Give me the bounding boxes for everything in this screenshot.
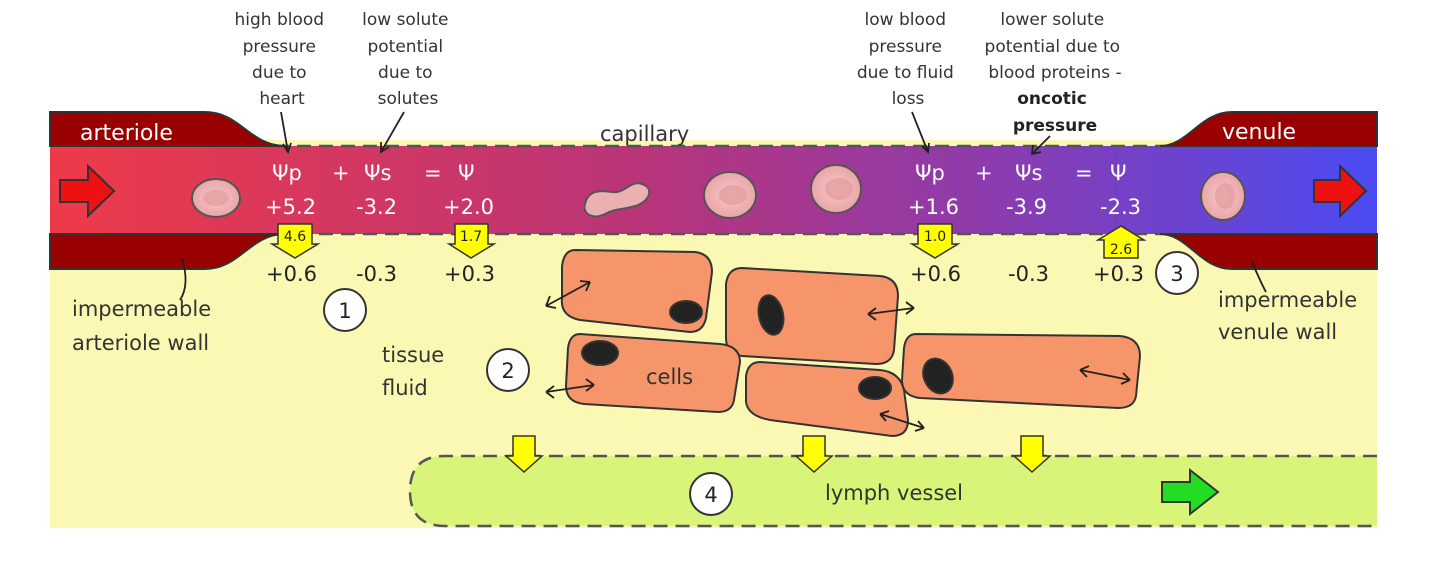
red-blood-cell-center	[1215, 183, 1235, 209]
pointer-line	[1251, 261, 1267, 293]
arteriole-wall-label: impermeable arteriole wall	[72, 297, 218, 355]
annotation-low-blood-pressure: low blood pressure due to fluid loss	[857, 10, 959, 109]
venule-wall-top	[1159, 111, 1378, 147]
step-3: 3	[1155, 251, 1199, 295]
cells-label: cells	[646, 365, 693, 389]
arterial-equals: =	[424, 161, 442, 185]
arterial-value-total: +2.0	[443, 195, 494, 219]
exchange-arrow-icon	[545, 280, 591, 309]
badge-label: 1.7	[460, 229, 482, 245]
cell-nucleus	[581, 340, 619, 366]
annotation-high-blood-pressure: high blood pressure due to heart	[235, 10, 330, 109]
tissue-cell	[725, 266, 900, 366]
step-4: 4	[689, 472, 733, 516]
pointer-arrow-icon	[280, 111, 292, 155]
badge-arrow-down-arterial-a: 4.6	[269, 223, 321, 259]
annotation-lower-solute-potential: lower solute potential due to blood prot…	[985, 10, 1126, 83]
venous-value-total: -2.3	[1100, 195, 1141, 219]
arteriole-label: arteriole	[80, 121, 173, 146]
lymph-flow-arrow-icon	[1161, 467, 1220, 517]
arterial-value-p: +5.2	[265, 195, 316, 219]
venule-wall-label: impermeable venule wall	[1218, 288, 1364, 344]
pointer-arrow-icon	[380, 111, 405, 154]
cell-nucleus	[669, 300, 703, 324]
cell-nucleus	[922, 357, 954, 395]
step-1: 1	[323, 288, 367, 332]
badge-label: 4.6	[284, 229, 306, 245]
pointer-arrow-icon	[911, 111, 930, 154]
annotation-oncotic-pressure: oncotic pressure	[1013, 89, 1097, 136]
annotation-low-solute-potential: low solute potential due to solutes	[362, 10, 454, 109]
red-blood-cell-center	[203, 190, 229, 206]
red-blood-cell-center	[719, 185, 747, 205]
venule-label: venule	[1222, 120, 1296, 145]
tissue-value-s-venous: -0.3	[1008, 262, 1049, 286]
arterial-plus: +	[332, 161, 350, 185]
exchange-arrow-icon	[1079, 365, 1131, 385]
step-2-label: 2	[501, 359, 514, 383]
arterial-psi-s: Ψs	[364, 161, 391, 185]
exchange-arrow-icon	[545, 378, 595, 399]
exchange-arrow-icon	[867, 301, 915, 321]
venous-plus: +	[975, 161, 993, 185]
blood-flow-out-arrow-icon	[1313, 163, 1368, 219]
lymph-vessel	[410, 456, 1377, 526]
blood-flow-in-arrow-icon	[59, 163, 116, 219]
step-2: 2	[486, 348, 530, 392]
drainage-arrow-icon	[504, 435, 544, 474]
pointer-arrow-icon	[1030, 135, 1051, 156]
drainage-arrow-icon	[794, 435, 834, 474]
venous-value-p: +1.6	[908, 195, 959, 219]
tissue-value-total-arterial: +0.3	[444, 262, 495, 286]
tissue-cell	[900, 332, 1142, 410]
cell-nucleus	[757, 294, 785, 336]
lymph-vessel-label: lymph vessel	[825, 481, 963, 505]
badge-arrow-down-arterial-b: 1.7	[446, 223, 497, 259]
tissue-value-s-arterial: -0.3	[356, 262, 397, 286]
badge-label: 2.6	[1110, 242, 1132, 258]
venous-psi-p: Ψp	[915, 161, 945, 185]
venule-wall-bottom	[1159, 233, 1378, 270]
capillary-label: capillary	[600, 122, 689, 146]
tissue-value-p-arterial: +0.6	[266, 262, 317, 286]
cell-nucleus	[858, 376, 892, 400]
badge-label: 1.0	[924, 229, 946, 245]
drainage-arrow-icon	[1012, 435, 1052, 474]
arterial-psi-p: Ψp	[272, 161, 302, 185]
red-blood-cell-center	[825, 178, 853, 200]
badge-arrow-up-venous-b: 2.6	[1095, 225, 1147, 259]
arterial-psi: Ψ	[458, 161, 475, 185]
pointer-line	[179, 257, 187, 301]
venous-psi-s: Ψs	[1015, 161, 1042, 185]
venous-value-s: -3.9	[1006, 195, 1047, 219]
tissue-value-p-venous: +0.6	[910, 262, 961, 286]
step-1-label: 1	[338, 299, 351, 323]
tissue-fluid-label: tissue fluid	[382, 343, 451, 400]
venous-psi: Ψ	[1110, 161, 1127, 185]
exchange-arrow-icon	[879, 410, 925, 432]
step-3-label: 3	[1170, 262, 1183, 286]
badge-arrow-down-venous-a: 1.0	[909, 223, 961, 259]
arterial-value-s: -3.2	[356, 195, 397, 219]
step-4-label: 4	[704, 483, 717, 507]
venous-equals: =	[1075, 161, 1093, 185]
tissue-value-total-venous: +0.3	[1093, 262, 1144, 286]
red-blood-cell-deformed	[583, 182, 651, 218]
